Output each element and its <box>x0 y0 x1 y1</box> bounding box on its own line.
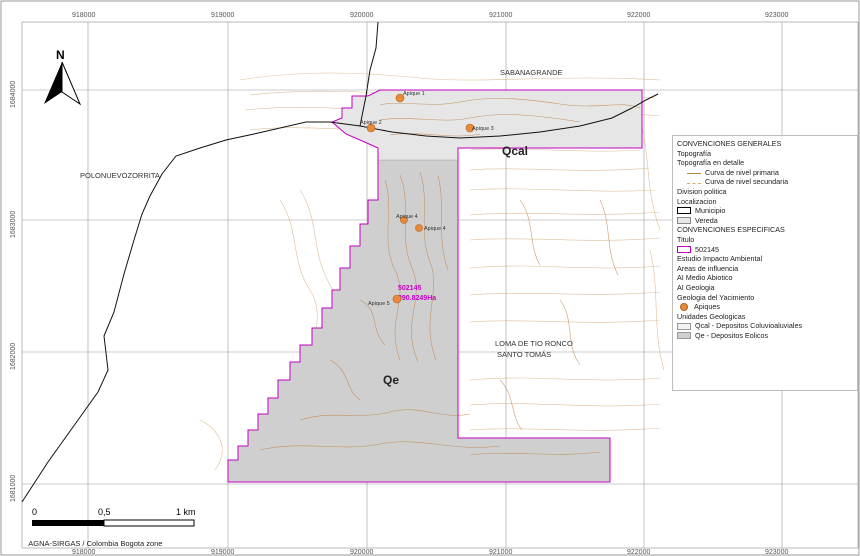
apique-label-4b: Apique 4 <box>424 226 446 232</box>
legend-curva-secundaria: Curva de nivel secundaria <box>705 177 789 187</box>
apique-marker-3 <box>465 123 475 133</box>
contour-primary-line-icon <box>687 173 701 175</box>
legend-division: Division politica <box>677 186 727 196</box>
apique-markers: Apique 1 Apique 2 Apique 3 Apique 4 Apiq… <box>360 91 494 307</box>
coord-top-922000: 922000 <box>627 12 650 19</box>
legend-qcal-desc: Qcal - Depositos Coluvioaluviales <box>695 321 803 331</box>
qe-swatch-icon <box>677 332 691 340</box>
apique-label-1: Apique 1 <box>403 91 425 97</box>
coord-bottom-921000: 921000 <box>489 549 512 556</box>
legend-row-apiques: Apiques <box>677 302 853 312</box>
coord-top-919000: 919000 <box>211 12 234 19</box>
legend-especificas-header: CONVENCIONES ESPECIFICAS <box>677 225 785 235</box>
map-legend: CONVENCIONES GENERALES Topografía Topogr… <box>672 135 858 391</box>
title-boundary-box-icon <box>677 245 691 253</box>
place-santo-tomas: SANTO TOMÁS <box>497 350 551 359</box>
scale-bar: 0 0,5 1 km MAGNA-SIRGAS / Colombia Bogot… <box>28 507 196 548</box>
unit-label-qcal: Qcal <box>502 144 528 158</box>
legend-areas: Areas de influencia <box>677 263 739 273</box>
apique-marker-1 <box>395 93 405 103</box>
legend-ai-geologia: AI Geologia <box>677 282 715 292</box>
coord-left-1682000: 1682000 <box>10 343 17 370</box>
coord-top-920000: 920000 <box>350 12 373 19</box>
legend-curva-primaria: Curva de nivel primaria <box>705 167 779 177</box>
legend-ai-medio: AI Medio Abiotico <box>677 273 733 283</box>
apique-marker-5 <box>392 294 402 304</box>
contour-secondary-line-icon <box>687 182 701 184</box>
apique-marker-2 <box>366 123 376 133</box>
vereda-box-icon <box>677 217 691 225</box>
legend-topografia: Topografía <box>677 148 711 158</box>
coord-left-1681000: 1681000 <box>10 475 17 502</box>
municipal-boundary-north <box>359 21 379 127</box>
legend-vereda: Vereda <box>695 215 718 225</box>
place-loma-tio-ronco: LOMA DE TIO RONCO <box>495 339 573 348</box>
scale-segment-white <box>103 519 195 527</box>
legend-row-qcal: Qcal - Depositos Coluvioaluviales <box>677 321 853 331</box>
unit-label-qe: Qe <box>383 373 399 387</box>
place-sabanagrande: SABANAGRANDE <box>500 68 563 77</box>
title-boundary-502145 <box>227 89 643 483</box>
title-area-label: 390.8249Ha <box>398 295 436 302</box>
legend-topografia-detalle: Topografía en detalle <box>677 158 745 168</box>
coord-top-921000: 921000 <box>489 12 512 19</box>
apique-dot-icon <box>680 302 688 311</box>
scale-label-1km: 1 km <box>176 507 196 517</box>
legend-row-curva-primaria: Curva de nivel primaria <box>677 168 853 178</box>
legend-apiques: Apiques <box>694 302 720 312</box>
apique-label-5: Apique 5 <box>368 301 390 307</box>
title-code-label: 502145 <box>398 285 421 292</box>
legend-row-vereda: Vereda <box>677 216 853 226</box>
scale-segment-black <box>32 520 104 526</box>
qcal-swatch-icon <box>677 322 691 330</box>
apique-marker-4a <box>400 216 408 224</box>
legend-localizacion: Localizacion <box>677 196 717 206</box>
legend-unidades: Unidades Geologicas <box>677 311 746 321</box>
north-arrow-icon: N <box>44 48 82 106</box>
coord-left-1683000: 1683000 <box>10 211 17 238</box>
apique-label-4a: Apique 4 <box>396 214 418 220</box>
coord-bottom-923000: 923000 <box>765 549 788 556</box>
crs-label: MAGNA-SIRGAS / Colombia Bogota zone <box>28 539 162 548</box>
contour-lines <box>259 98 641 456</box>
legend-row-municipio: Municipio <box>677 206 853 216</box>
scale-label-0: 0 <box>32 507 37 517</box>
legend-qe-desc: Qe - Depositos Eolicos <box>695 330 769 340</box>
coord-bottom-919000: 919000 <box>211 549 234 556</box>
coord-bottom-918000: 918000 <box>72 549 95 556</box>
north-label: N <box>56 48 65 62</box>
legend-geologia-yac: Geologia del Yacimiento <box>677 292 755 302</box>
coord-bottom-922000: 922000 <box>627 549 650 556</box>
municipal-boundary <box>21 93 659 503</box>
place-polonuevo-zorrita: POLONUEVOZORRITA <box>80 171 160 180</box>
coord-top-918000: 918000 <box>72 12 95 19</box>
legend-titulo: Titulo <box>677 234 695 244</box>
coord-top-923000: 923000 <box>765 12 788 19</box>
legend-estudio: Estudio Impacto Ambiental <box>677 254 763 264</box>
apique-label-3: Apique 3 <box>472 126 494 132</box>
scale-label-half: 0,5 <box>98 507 111 517</box>
municipio-box-icon <box>677 207 691 215</box>
legend-row-titulo-code: 502145 <box>677 245 853 255</box>
legend-municipio: Municipio <box>695 206 726 216</box>
coord-left-1684000: 1684000 <box>10 81 17 108</box>
apique-marker-4b <box>415 224 423 232</box>
legend-row-qe: Qe - Depositos Eolicos <box>677 331 853 341</box>
legend-titulo-code: 502145 <box>695 244 719 254</box>
legend-row-curva-secundaria: Curva de nivel secundaria <box>677 177 853 187</box>
apique-label-2: Apique 2 <box>360 120 382 126</box>
coord-bottom-920000: 920000 <box>350 549 373 556</box>
legend-general-header: CONVENCIONES GENERALES <box>677 139 782 148</box>
